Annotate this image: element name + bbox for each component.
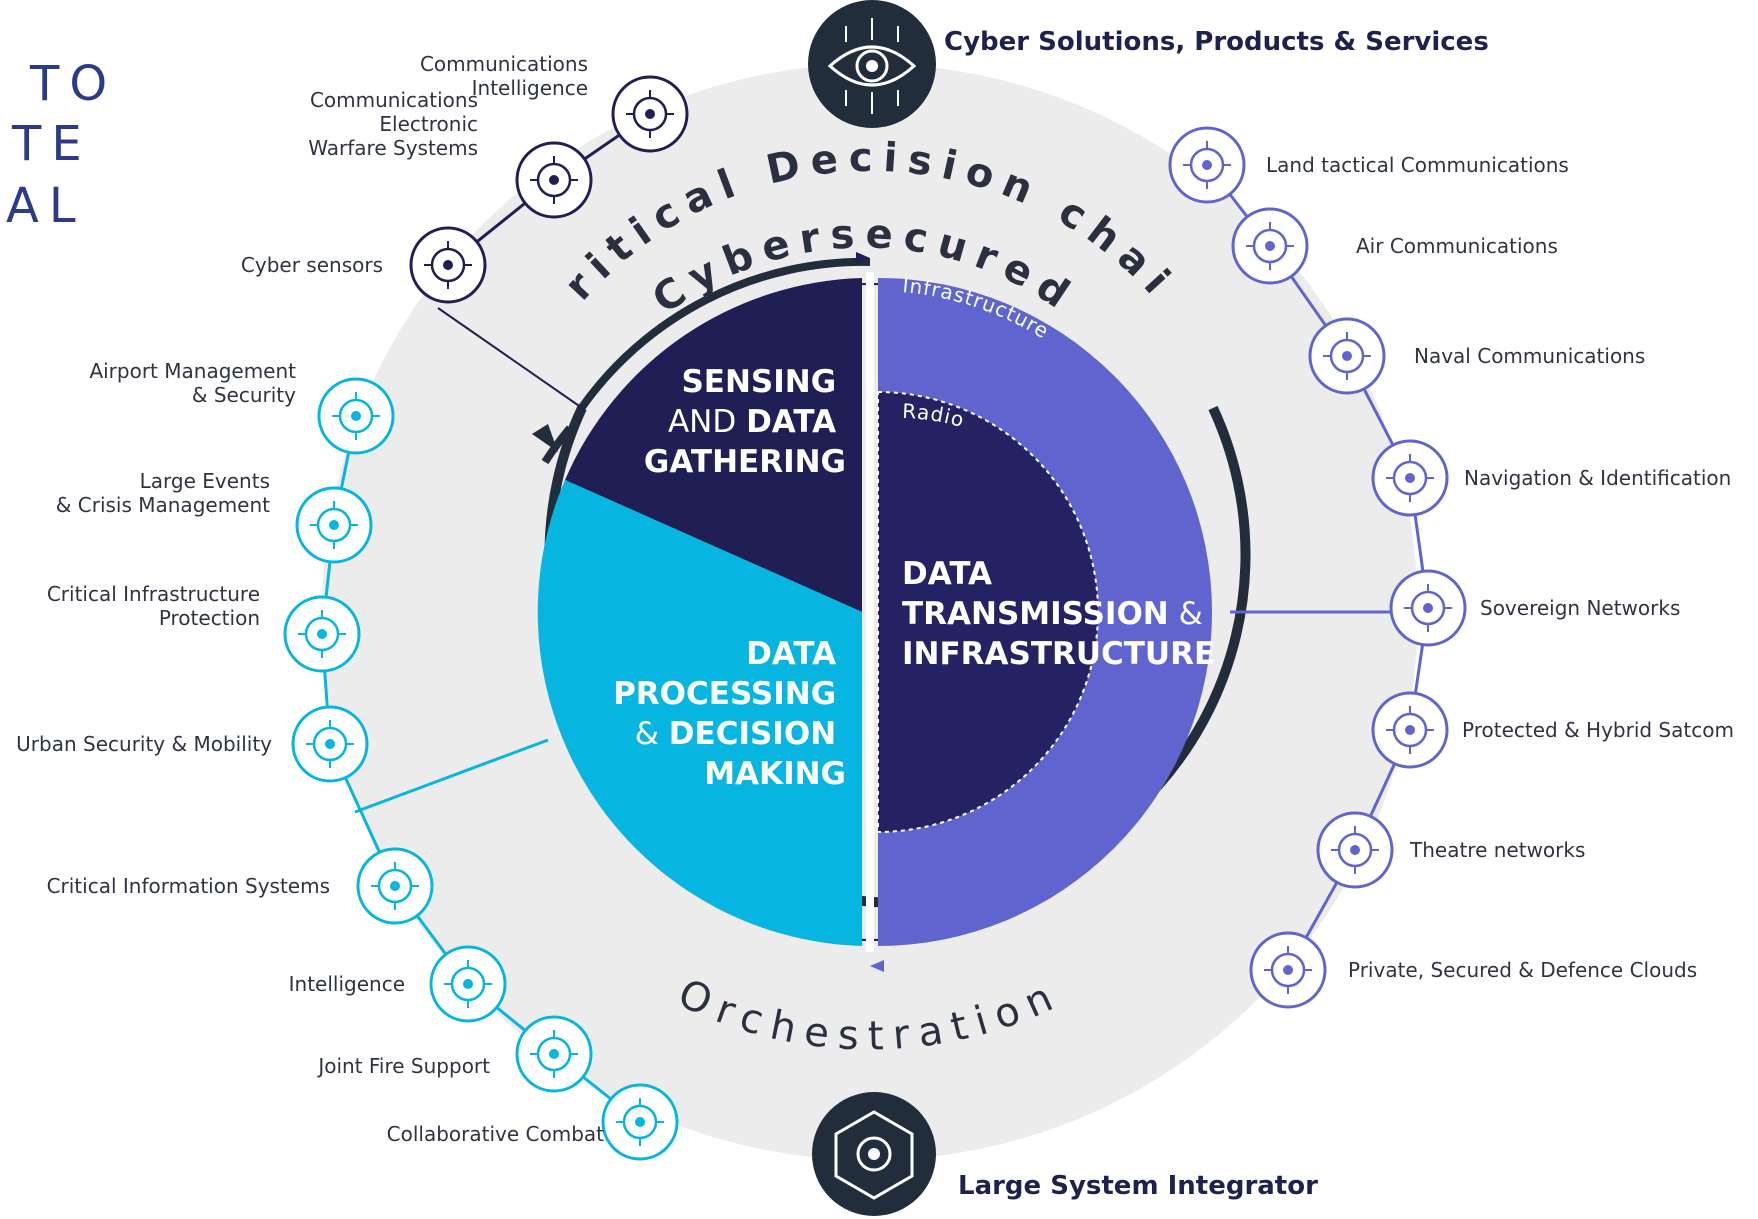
- critical-infrastructure-protection-icon: [283, 595, 361, 673]
- large-system-integrator-icon: [812, 1092, 936, 1216]
- segment-processing: [537, 480, 862, 946]
- corner-title-line-1: TO: [29, 56, 117, 112]
- label-airport-management-security: Airport Management& Security: [89, 359, 296, 407]
- land-tactical-communications-icon: [1168, 126, 1246, 204]
- connector-cyber: [437, 307, 586, 411]
- chain-arrow-head: [532, 424, 558, 452]
- label-urban-security-mobility: Urban Security & Mobility: [16, 732, 272, 756]
- inner-ring-arrow-top: [856, 252, 870, 264]
- joint-fire-support-icon: [515, 1015, 593, 1093]
- cyber-solutions-icon: [808, 0, 936, 128]
- segment-sensing: [565, 278, 862, 612]
- naval-communications-icon: [1308, 317, 1386, 395]
- urban-security-mobility-icon: [291, 705, 369, 783]
- protected-hybrid-satcom-icon: [1371, 691, 1449, 769]
- corner-title-line-2: TE: [11, 116, 92, 172]
- communications-intelligence-icon: [611, 75, 689, 153]
- large-events-crisis-management-icon: [295, 486, 373, 564]
- corner-title-line-3: AL: [6, 178, 86, 234]
- label-theatre-networks: Theatre networks: [1409, 838, 1585, 862]
- label-sovereign-networks: Sovereign Networks: [1480, 596, 1680, 620]
- label-intelligence: Intelligence: [289, 972, 405, 996]
- critical-information-systems-icon: [356, 847, 434, 925]
- collaborative-combat-icon: [601, 1083, 679, 1161]
- private-secured-defence-clouds-icon: [1249, 931, 1327, 1009]
- label-protected-hybrid-satcom: Protected & Hybrid Satcom: [1462, 718, 1734, 742]
- label-collaborative-combat: Collaborative Combat: [387, 1122, 605, 1146]
- label-navigation-identification: Navigation & Identification: [1464, 466, 1731, 490]
- inner-ring-arrow-bottom: [870, 960, 884, 972]
- chain-arc-top-left: [541, 425, 574, 465]
- label-private-secured-defence-clouds: Private, Secured & Defence Clouds: [1348, 958, 1697, 982]
- label-critical-information-systems: Critical Information Systems: [47, 874, 330, 898]
- label-cyber-sensors: Cyber sensors: [241, 253, 383, 277]
- label-large-events-crisis-management: Large Events& Crisis Management: [56, 469, 270, 517]
- label-joint-fire-support: Joint Fire Support: [316, 1054, 490, 1078]
- headline-top: Cyber Solutions, Products & Services: [944, 27, 1489, 57]
- chain-arc-top: [576, 257, 871, 413]
- theatre-networks-icon: [1316, 811, 1394, 889]
- segment-title-sensing: SENSING AND DATA GATHERING: [644, 364, 846, 480]
- label-naval-communications: Naval Communications: [1414, 344, 1645, 368]
- communications-electronic-warfare-systems-icon: [515, 141, 593, 219]
- navigation-identification-icon: [1371, 439, 1449, 517]
- label-land-tactical-communications: Land tactical Communications: [1266, 153, 1569, 177]
- air-communications-icon: [1231, 207, 1309, 285]
- segment-title-transmission: DATA TRANSMISSION & INFRASTRUCTURE: [902, 556, 1215, 672]
- headline-bottom: Large System Integrator: [958, 1171, 1318, 1201]
- intelligence-icon: [429, 945, 507, 1023]
- connector-processing: [354, 738, 549, 814]
- segment-title-processing: DATA PROCESSING & DECISION MAKING: [613, 636, 846, 792]
- segment-radio: [877, 390, 1099, 834]
- cyber-sensors-icon: [409, 226, 487, 304]
- label-air-communications: Air Communications: [1356, 234, 1558, 258]
- airport-management-security-icon: [317, 377, 395, 455]
- sovereign-networks-icon: [1389, 569, 1467, 647]
